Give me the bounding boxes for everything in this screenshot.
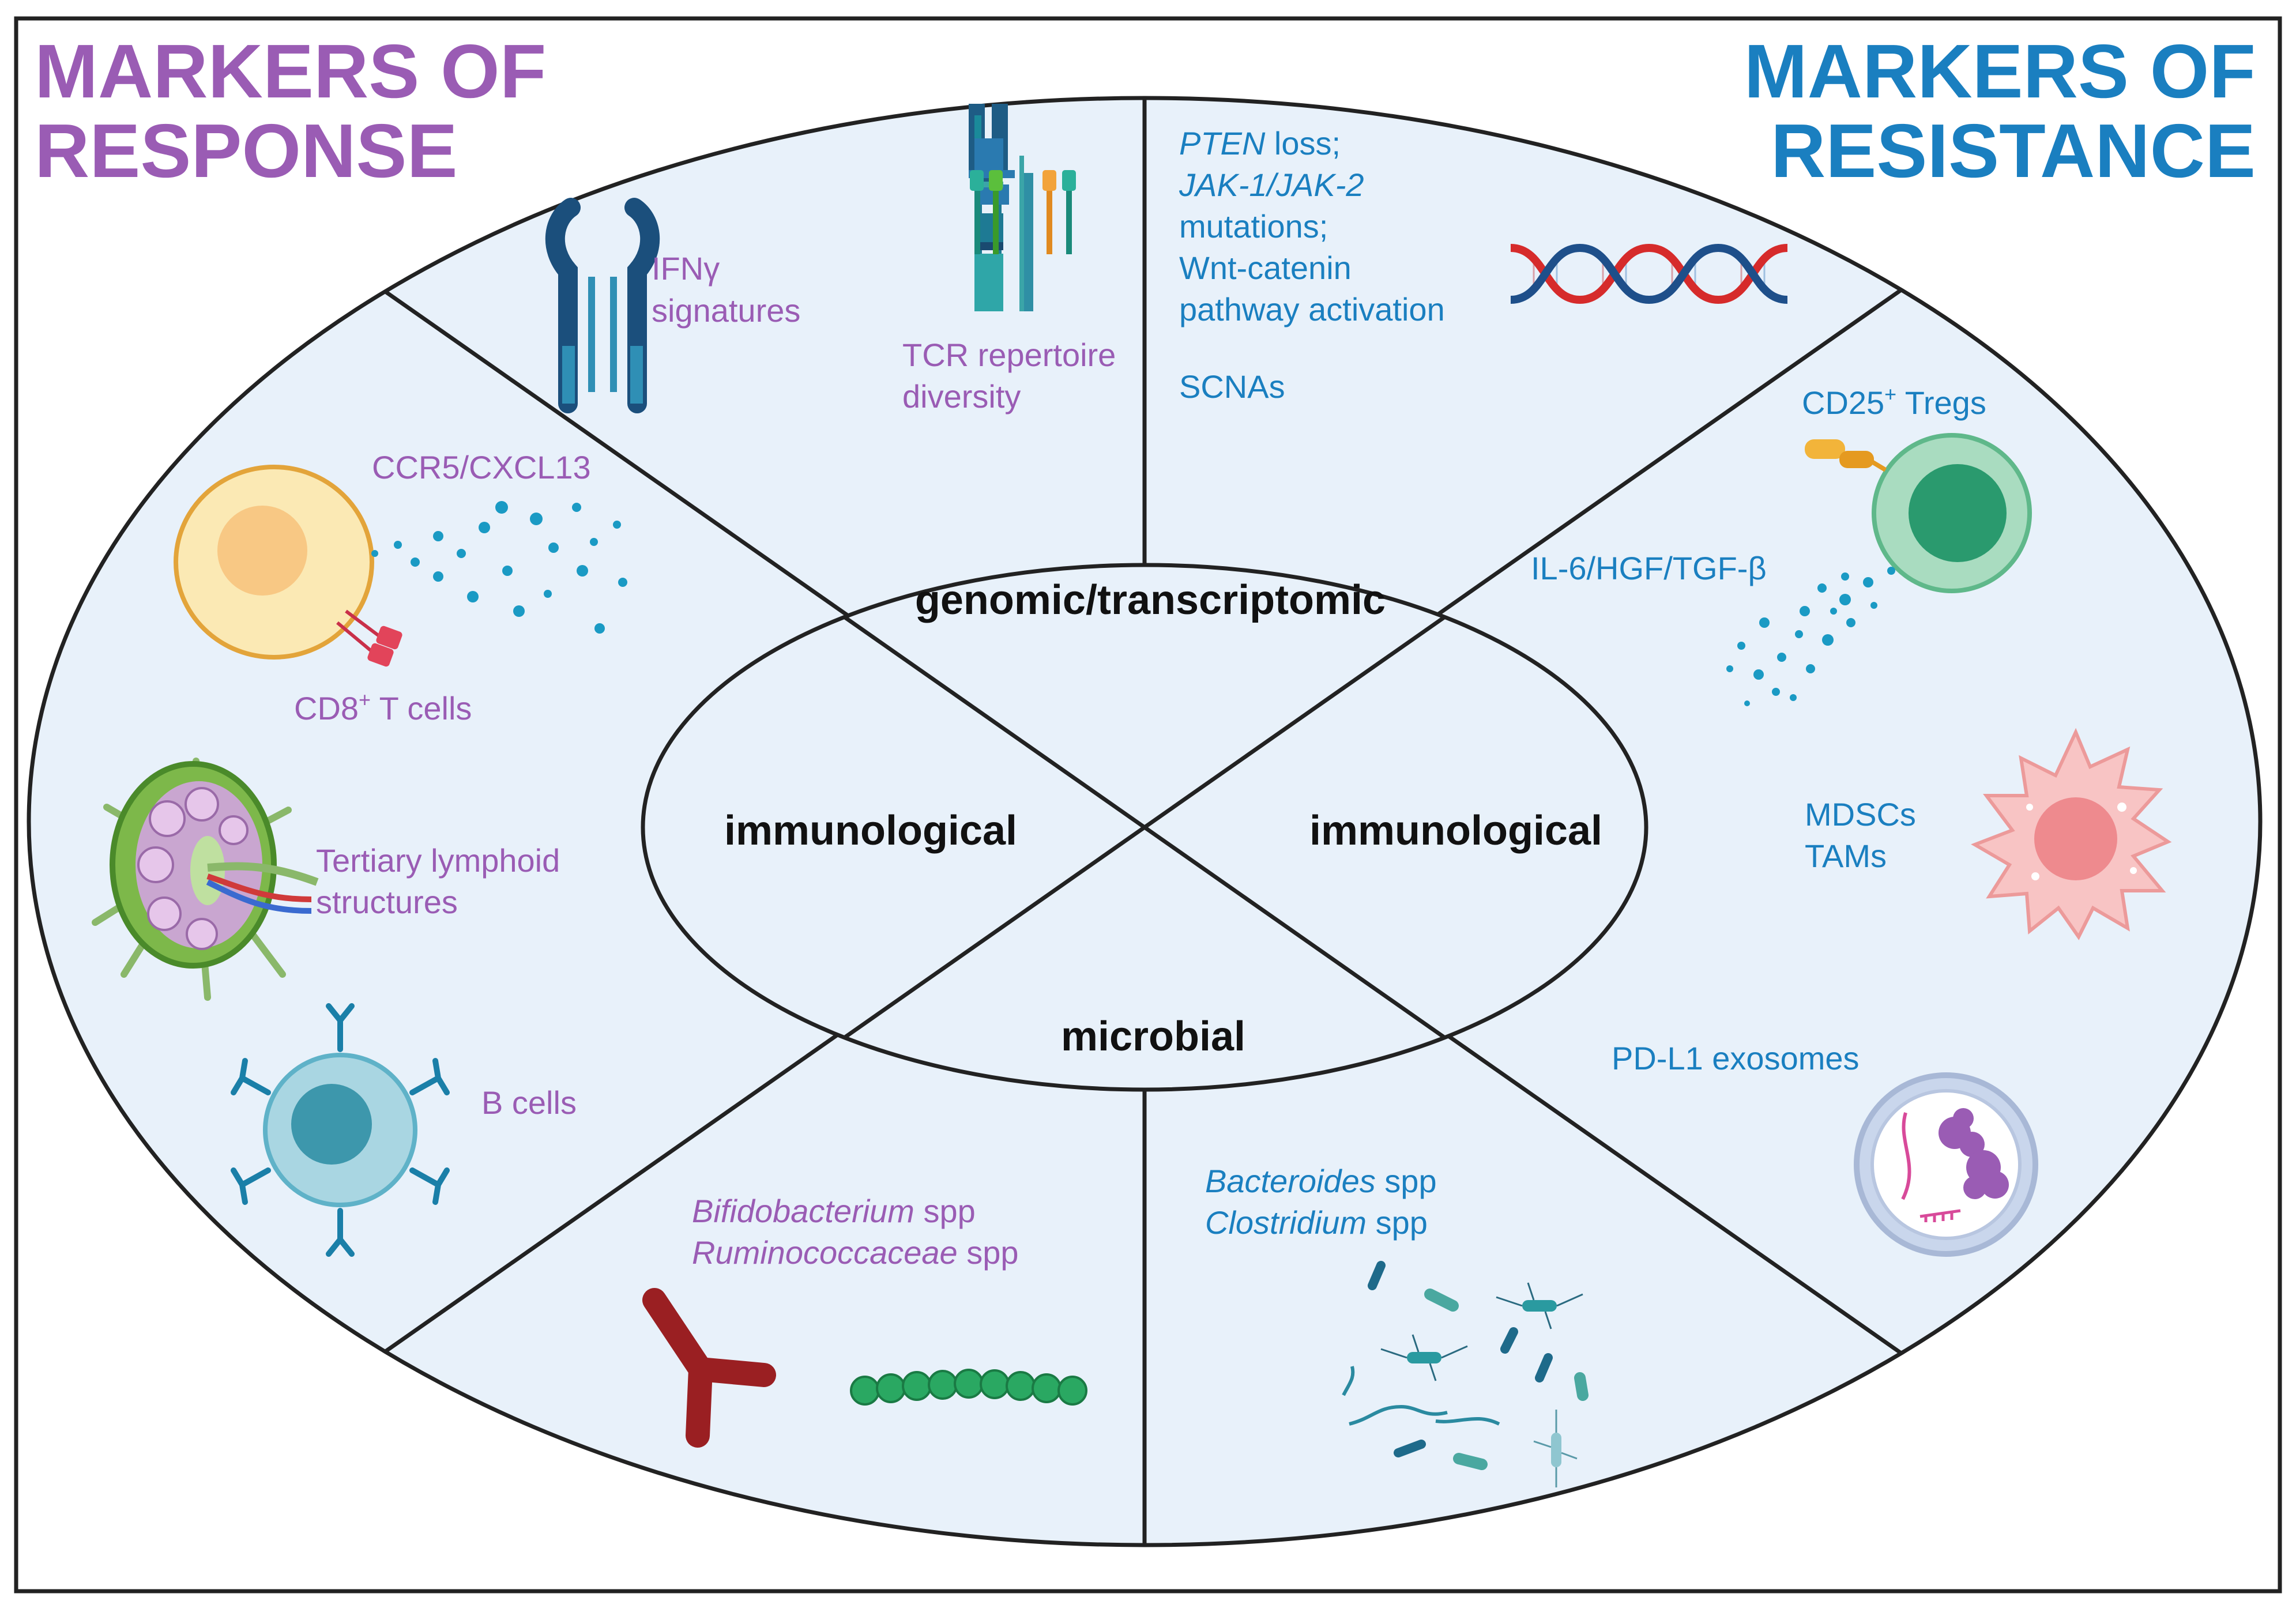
- bifidobacterium-label: Bifidobacterium spp: [692, 1193, 976, 1229]
- jak-label: JAK-1/JAK-2: [1179, 167, 1364, 203]
- resistance-heading-line2: RESISTANCE: [1771, 108, 2256, 193]
- scnas-label: SCNAs: [1179, 368, 1285, 405]
- tcr-side-chains-icon: [970, 170, 1076, 254]
- lymph-node-icon: [92, 758, 319, 1001]
- ifn-receptor-icon: [545, 198, 660, 413]
- inner-dividers: [748, 565, 1541, 1090]
- response-heading-line2: RESPONSE: [35, 108, 458, 193]
- core-label-microbial: microbial: [1061, 1014, 1245, 1060]
- cytokine-dots-icon: [1726, 567, 1895, 706]
- tcr-label-line1: TCR repertoire: [902, 337, 1116, 373]
- il6-hgf-tgf-label: IL-6/HGF/TGF-β: [1531, 550, 1767, 586]
- tls-label-line2: structures: [316, 884, 458, 920]
- cd8-label: CD8+ T cells: [294, 688, 472, 726]
- mdscs-label: MDSCs: [1805, 796, 1916, 832]
- core-label-immunological-right: immunological: [1309, 808, 1602, 854]
- exosome-icon: [1854, 1072, 2038, 1257]
- wnt-label: Wnt-catenin: [1179, 250, 1352, 286]
- ruminococcaceae-label: Ruminococcaceae spp: [692, 1234, 1019, 1271]
- clostridium-label: Clostridium spp: [1205, 1204, 1428, 1241]
- chemokine-dots-icon: [371, 501, 627, 634]
- markers-of-resistance-heading: MARKERS OF RESISTANCE: [1744, 32, 2256, 191]
- core-label-immunological-left: immunological: [724, 808, 1017, 854]
- resistance-heading-line1: MARKERS OF: [1744, 29, 2256, 114]
- b-cells-label: B cells: [481, 1084, 577, 1121]
- core-label-genomic: genomic/transcriptomic: [915, 577, 1386, 623]
- tls-label-line1: Tertiary lymphoid: [316, 842, 560, 879]
- figure-border: [14, 16, 2282, 1594]
- treg-cell-icon: [1805, 433, 2032, 593]
- cd25-tregs-label: CD25+ Tregs: [1802, 382, 1986, 421]
- markers-of-response-heading: MARKERS OF RESPONSE: [35, 32, 546, 191]
- gut-bacteria-icon: [1342, 1261, 1589, 1487]
- pten-label: PTEN loss;: [1179, 125, 1341, 161]
- bacteroides-label: Bacteroides spp: [1205, 1163, 1437, 1199]
- pdl1-exosomes-label: PD-L1 exosomes: [1612, 1040, 1860, 1076]
- bifidobacterium-icon: [642, 1288, 776, 1448]
- b-cell-icon: [231, 1003, 450, 1257]
- macrophage-icon: [1971, 728, 2172, 940]
- dna-helix-icon: [1510, 243, 1788, 304]
- tcr-label-line2: diversity: [902, 378, 1021, 415]
- cd8-t-cell-icon: [174, 465, 402, 667]
- pathway-label: pathway activation: [1179, 291, 1445, 327]
- ifn-label-line1: IFNγ: [652, 250, 720, 287]
- ruminococcaceae-chain-icon: [850, 1369, 1087, 1406]
- response-heading-line1: MARKERS OF: [35, 29, 547, 114]
- ccr5-cxcl13-label: CCR5/CXCL13: [372, 449, 591, 485]
- tams-label: TAMs: [1805, 838, 1887, 874]
- mutations-label: mutations;: [1179, 208, 1328, 244]
- ifn-label-line2: signatures: [652, 292, 800, 329]
